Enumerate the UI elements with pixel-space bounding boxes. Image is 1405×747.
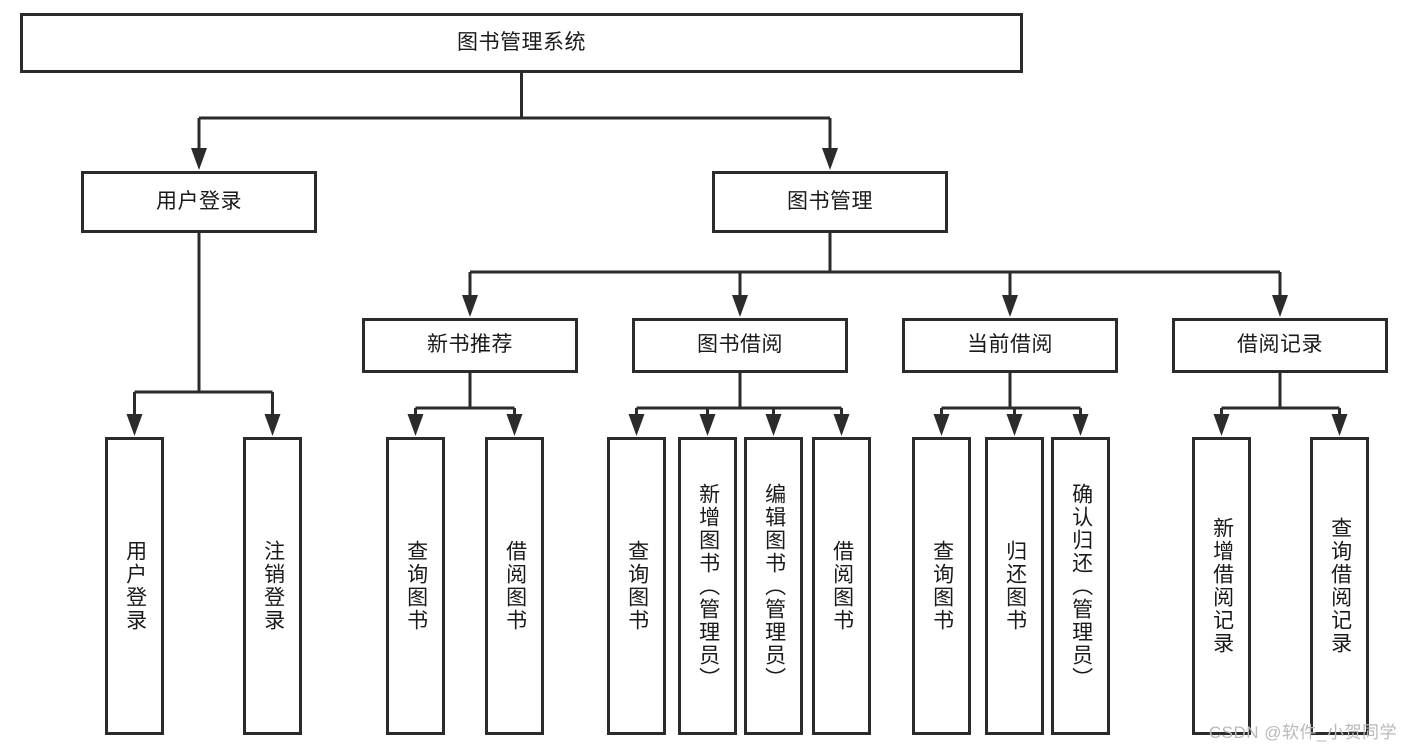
arrowhead-icon [462, 295, 478, 317]
arrowhead-icon [1213, 414, 1230, 436]
node-label: 用户登录 [123, 540, 147, 632]
node-leaf-borrow-book-2[interactable]: 借阅图书 [812, 437, 871, 735]
node-label: 查询借阅记录 [1328, 517, 1352, 655]
arrowhead-icon [732, 295, 748, 317]
node-label: 归还图书 [1003, 540, 1027, 632]
node-label: 图书管理 [787, 189, 873, 213]
node-user-login[interactable]: 用户登录 [81, 171, 317, 233]
arrowhead-icon [699, 414, 716, 436]
arrowhead-icon [765, 414, 782, 436]
node-leaf-return-book[interactable]: 归还图书 [985, 437, 1044, 735]
node-borrow-record[interactable]: 借阅记录 [1172, 318, 1388, 373]
arrowhead-icon [628, 414, 645, 436]
node-leaf-user-login[interactable]: 用户登录 [105, 437, 164, 735]
arrowhead-icon [1331, 414, 1348, 436]
csdn-watermark: CSDN @软件_小贺同学 [1208, 723, 1397, 742]
arrowhead-icon [1272, 295, 1288, 317]
node-leaf-query-record[interactable]: 查询借阅记录 [1310, 437, 1369, 735]
node-label: 注销登录 [261, 540, 285, 632]
arrowhead-icon [1072, 414, 1089, 436]
node-current-borrow[interactable]: 当前借阅 [902, 318, 1118, 373]
node-leaf-add-book[interactable]: 新增图书（管理员） [678, 437, 737, 735]
node-leaf-query-book-1[interactable]: 查询图书 [386, 437, 445, 735]
arrowhead-icon [264, 414, 281, 436]
node-label: 查询图书 [930, 540, 954, 632]
node-leaf-add-record[interactable]: 新增借阅记录 [1192, 437, 1251, 735]
node-book-manage[interactable]: 图书管理 [712, 171, 948, 233]
node-label: 用户登录 [156, 189, 242, 213]
node-book-borrow[interactable]: 图书借阅 [632, 318, 848, 373]
node-label: 确认归还（管理员） [1069, 482, 1093, 690]
arrowhead-icon [126, 414, 143, 436]
node-label: 当前借阅 [967, 333, 1053, 357]
node-label: 借阅图书 [503, 540, 527, 632]
node-label: 图书管理系统 [457, 30, 586, 54]
node-leaf-query-book-3[interactable]: 查询图书 [912, 437, 971, 735]
node-leaf-query-book-2[interactable]: 查询图书 [607, 437, 666, 735]
arrowhead-icon [191, 148, 207, 170]
node-label: 图书借阅 [697, 333, 783, 357]
arrowhead-icon [822, 148, 838, 170]
node-label: 查询图书 [625, 540, 649, 632]
node-label: 新增图书（管理员） [696, 482, 720, 690]
node-label: 新书推荐 [427, 333, 513, 357]
node-label: 新增借阅记录 [1210, 517, 1234, 655]
arrowhead-icon [1006, 414, 1023, 436]
node-label: 借阅图书 [830, 540, 854, 632]
arrowhead-icon [407, 414, 424, 436]
node-label: 编辑图书（管理员） [762, 482, 786, 690]
arrowhead-icon [933, 414, 950, 436]
node-leaf-confirm-return[interactable]: 确认归还（管理员） [1051, 437, 1110, 735]
node-leaf-borrow-book-1[interactable]: 借阅图书 [485, 437, 544, 735]
node-label: 借阅记录 [1237, 333, 1323, 357]
arrowhead-icon [1002, 295, 1018, 317]
arrowhead-icon [833, 414, 850, 436]
node-leaf-edit-book[interactable]: 编辑图书（管理员） [744, 437, 803, 735]
node-label: 查询图书 [404, 540, 428, 632]
node-root[interactable]: 图书管理系统 [20, 13, 1023, 73]
node-new-book-rec[interactable]: 新书推荐 [362, 318, 578, 373]
node-leaf-user-logout[interactable]: 注销登录 [243, 437, 302, 735]
arrowhead-icon [506, 414, 523, 436]
